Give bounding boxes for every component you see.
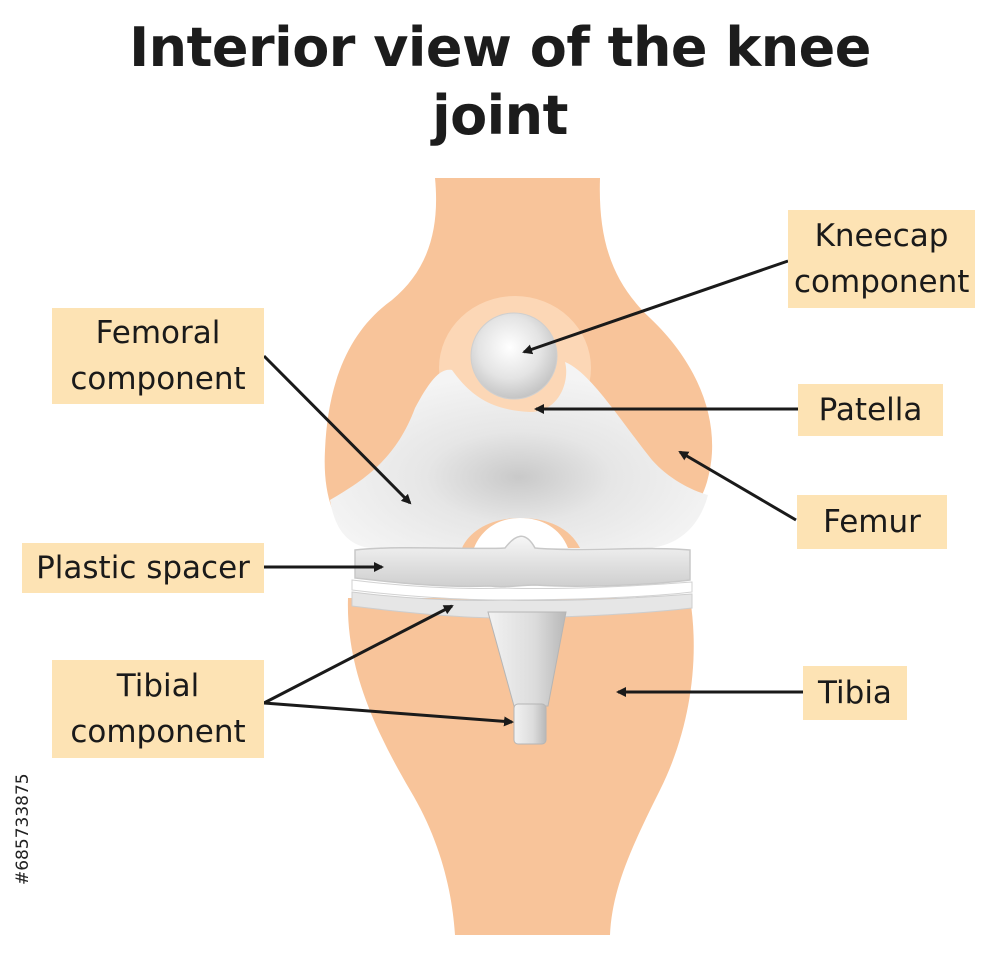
title-line-2: joint bbox=[432, 84, 568, 147]
label-tibial-line1: Tibial bbox=[116, 668, 200, 704]
label-kneecap-line2: component bbox=[794, 264, 970, 300]
spacer-separator bbox=[351, 579, 693, 601]
label-femoral-component: Femoral component bbox=[52, 308, 264, 404]
arrow-femoral bbox=[262, 354, 412, 505]
label-tibia-text: Tibia bbox=[818, 675, 892, 711]
tibial-stem-tip bbox=[513, 703, 547, 745]
label-femur: Femur bbox=[797, 495, 947, 549]
arrow-tibial-tray bbox=[263, 604, 454, 705]
label-spacer-text: Plastic spacer bbox=[36, 550, 250, 586]
title-line-1: Interior view of the knee bbox=[129, 16, 871, 79]
arrow-tibial-stem bbox=[263, 701, 514, 727]
label-femoral-line2: component bbox=[70, 361, 246, 397]
label-patella-text: Patella bbox=[818, 392, 923, 428]
label-tibial-component: Tibial component bbox=[52, 660, 264, 758]
diagram-title: Interior view of the knee joint bbox=[0, 14, 1000, 150]
label-tibial-line2: component bbox=[70, 714, 246, 750]
intercondylar-notch bbox=[474, 518, 568, 548]
label-femur-text: Femur bbox=[823, 504, 921, 540]
leader-lines bbox=[262, 259, 803, 727]
plastic-spacer-shape bbox=[354, 535, 691, 588]
tibial-tray bbox=[351, 591, 693, 619]
label-plastic-spacer: Plastic spacer bbox=[22, 543, 264, 593]
label-femoral-line1: Femoral bbox=[95, 315, 221, 351]
label-kneecap-component: Kneecap component bbox=[788, 210, 975, 308]
arrow-femur bbox=[678, 450, 797, 522]
tibia-bone bbox=[347, 598, 694, 935]
tibial-stem bbox=[487, 611, 567, 707]
femoral-component-shape bbox=[330, 362, 708, 548]
label-tibia: Tibia bbox=[803, 666, 907, 720]
label-patella: Patella bbox=[798, 384, 943, 436]
kneecap-component-shape bbox=[470, 312, 558, 400]
stock-id-text: #685733875 bbox=[13, 773, 33, 885]
arrow-kneecap bbox=[522, 259, 789, 355]
label-kneecap-line1: Kneecap bbox=[814, 218, 949, 254]
